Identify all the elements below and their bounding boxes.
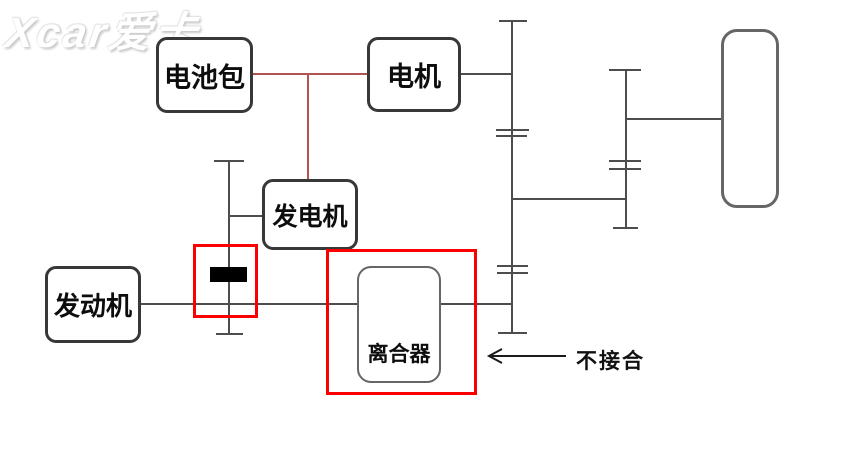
clutch-highlight: [326, 249, 477, 395]
generator-shaft-line: [228, 161, 230, 334]
generator-shaft-lock-highlight: [193, 244, 258, 318]
clutch-shaft-line: [405, 303, 513, 305]
countershaft-wheel-line: [626, 118, 722, 120]
clutch-box: 离合器: [357, 266, 441, 383]
generator-box: 发电机: [262, 179, 358, 250]
generator-shaft-top-end-bar: [214, 160, 244, 162]
main-gear-shaft-line: [511, 21, 513, 333]
generator-label: 发电机: [272, 203, 348, 231]
battery-generator-wire: [307, 73, 309, 179]
final-drive-wheel-box: [721, 29, 779, 208]
engine-box: 发动机: [45, 266, 141, 343]
shaft-connector-line: [511, 198, 627, 200]
engine-clutch-line: [141, 303, 390, 305]
counter-shaft-gear-bar: [609, 168, 641, 170]
generator-shaft-lock-block: [210, 267, 247, 282]
main-shaft-top-end-bar: [499, 20, 527, 22]
motor-label: 电机: [387, 62, 441, 92]
clutch-state-annotation: 不接合: [576, 349, 645, 373]
counter-shaft-top-end-bar: [609, 69, 641, 71]
clutch-label: 离合器: [367, 342, 431, 366]
main-shaft-upper-gear-bar: [496, 135, 527, 137]
counter-shaft-bottom-end-bar: [613, 227, 638, 229]
battery-motor-wire: [253, 73, 368, 75]
main-shaft-lower-gear-bar: [497, 272, 528, 274]
battery-box: 电池包: [156, 37, 253, 113]
generator-shaft-link-line: [229, 215, 263, 217]
counter-shaft-line: [625, 70, 627, 228]
motor-box: 电机: [367, 37, 461, 112]
main-shaft-lower-gear-bar: [497, 265, 528, 267]
counter-shaft-gear-bar: [609, 160, 641, 162]
generator-shaft-bottom-end-bar: [216, 333, 243, 335]
main-shaft-upper-gear-bar: [496, 129, 529, 131]
engine-label: 发动机: [53, 292, 132, 321]
battery-label: 电池包: [164, 62, 245, 93]
left-arrow-icon: [486, 348, 566, 364]
motor-shaft-line: [460, 73, 512, 75]
main-shaft-bottom-end-bar: [498, 332, 527, 334]
